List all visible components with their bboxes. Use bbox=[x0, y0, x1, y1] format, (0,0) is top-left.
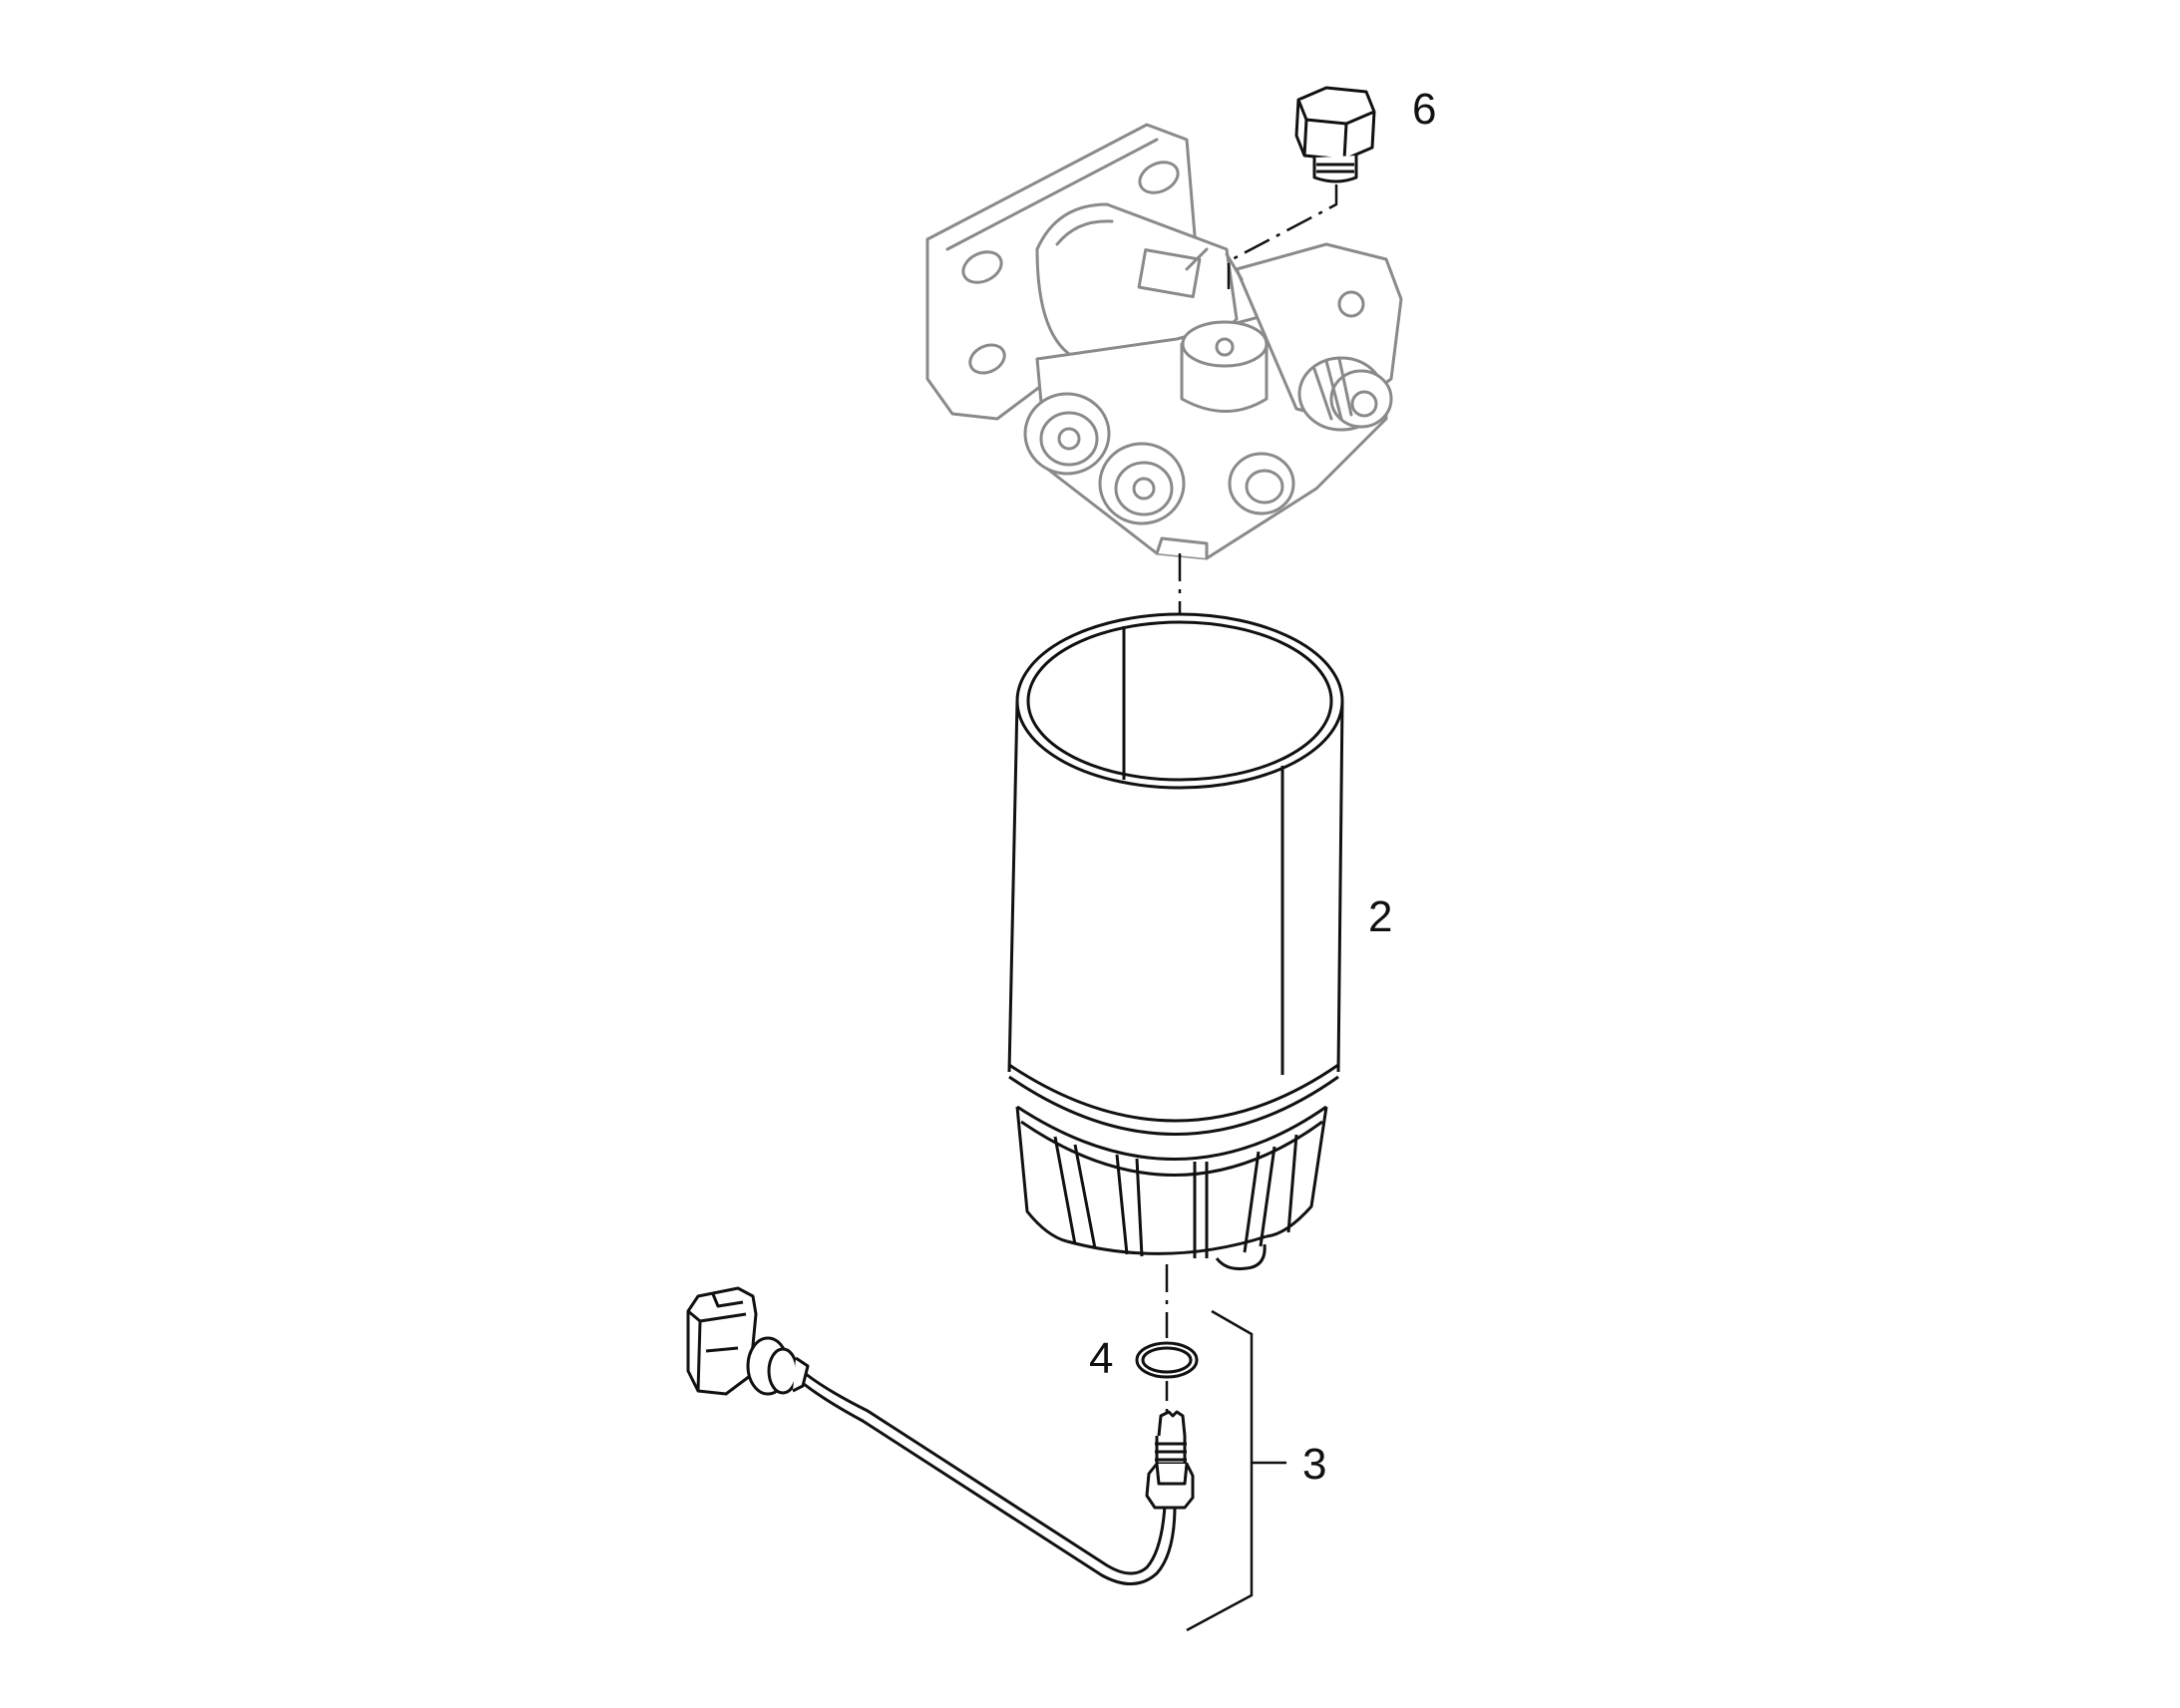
water-in-fuel-sensor bbox=[686, 1286, 1195, 1585]
filter-cartridge bbox=[1007, 612, 1344, 1270]
callout-6: 6 bbox=[1412, 85, 1436, 134]
callout-3: 3 bbox=[1302, 1440, 1326, 1489]
o-ring bbox=[1135, 1341, 1199, 1379]
plug-axis-line bbox=[1227, 184, 1338, 289]
callout-2: 2 bbox=[1368, 892, 1392, 941]
callout-4: 4 bbox=[1089, 1334, 1113, 1383]
filter-head-housing bbox=[925, 123, 1403, 560]
group-bracket bbox=[1186, 1309, 1254, 1632]
drain-plug bbox=[1294, 86, 1376, 183]
